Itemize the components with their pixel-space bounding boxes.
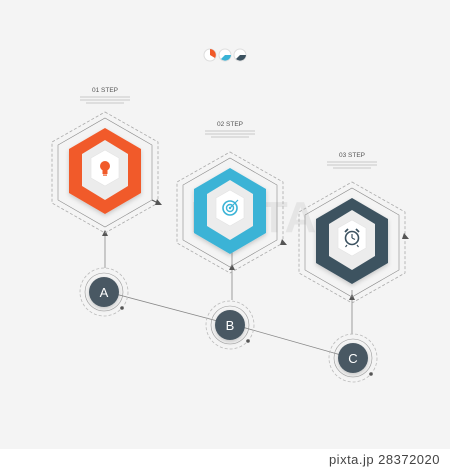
step-b-letter: B <box>226 318 235 333</box>
legend-dot-dark <box>233 48 247 62</box>
step-1-description <box>80 96 130 104</box>
step-c-letter: C <box>348 351 357 366</box>
alarm-clock-icon <box>344 228 360 248</box>
step-3-description <box>327 161 377 169</box>
footer-site: pixta.jp <box>328 452 375 467</box>
step-3-hexagon <box>298 181 409 304</box>
legend-dot-blue <box>218 48 232 62</box>
footer-image-id: 28372020 <box>378 452 440 467</box>
legend-dots <box>203 48 247 62</box>
step-2-description <box>205 130 255 138</box>
step-3-title: 03 STEP <box>339 152 365 159</box>
step-a-node: A <box>79 267 129 317</box>
step-1-hexagon <box>51 111 162 234</box>
step-a-letter: A <box>100 285 109 300</box>
step-2-hexagon <box>176 151 287 274</box>
target-icon <box>222 199 239 216</box>
lightbulb-icon <box>100 161 110 176</box>
legend-dot-orange <box>203 48 217 62</box>
step-1-title: 01 STEP <box>92 87 118 94</box>
step-c-node: C <box>328 333 378 383</box>
step-b-node: B <box>205 300 255 350</box>
step-2-title: 02 STEP <box>217 121 243 128</box>
